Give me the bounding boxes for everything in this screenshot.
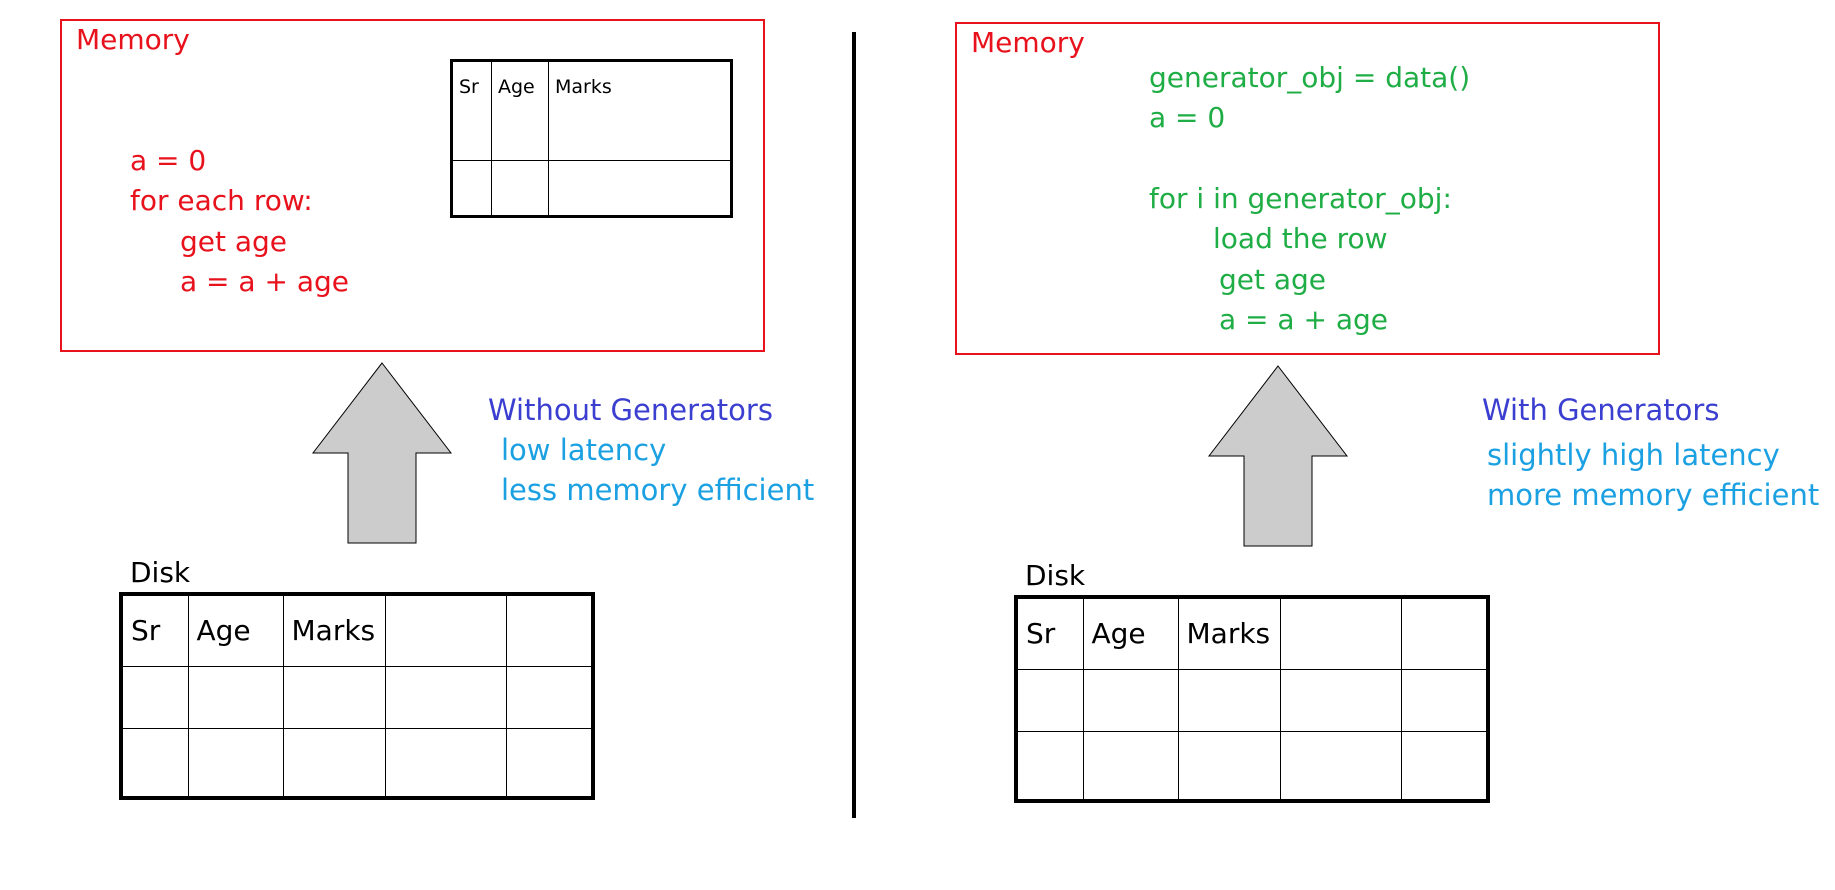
disk-cell <box>1279 668 1402 732</box>
disk-cell <box>282 727 386 799</box>
right-disk-table: Sr Age Marks <box>1014 595 1490 803</box>
disk-cell <box>120 665 189 729</box>
left-code-line-4: a = a + age <box>180 265 349 298</box>
right-code-line-2: a = 0 <box>1149 101 1226 134</box>
right-code-line-1: generator_obj = data() <box>1149 61 1471 94</box>
right-code-line-4: load the row <box>1213 222 1388 255</box>
left-code-line-1: a = 0 <box>130 144 207 177</box>
disk-header-empty <box>1400 596 1489 670</box>
mini-table-cell <box>451 160 492 217</box>
left-memory-title: Memory <box>76 23 190 56</box>
mini-table-cell <box>548 160 732 217</box>
disk-cell <box>1279 730 1402 802</box>
mini-table-header-sr: Sr <box>451 60 492 161</box>
left-caption-heading: Without Generators <box>488 393 773 427</box>
disk-cell <box>1177 668 1281 732</box>
left-code-line-3: get age <box>180 225 288 258</box>
disk-cell <box>282 665 386 729</box>
right-memory-title: Memory <box>971 26 1085 59</box>
disk-header-empty <box>384 593 507 667</box>
right-code-line-6: a = a + age <box>1219 303 1388 336</box>
mini-table-header-marks: Marks <box>548 60 732 161</box>
disk-cell <box>1082 668 1179 732</box>
disk-cell <box>1400 730 1489 802</box>
right-caption-heading: With Generators <box>1482 393 1720 427</box>
disk-cell <box>187 665 284 729</box>
mini-table-header-age: Age <box>491 60 549 161</box>
right-disk-label: Disk <box>1025 559 1086 592</box>
right-code-line-3: for i in generator_obj: <box>1149 182 1452 215</box>
left-code-line-2: for each row: <box>130 184 313 217</box>
disk-header-sr: Sr <box>1015 596 1084 670</box>
disk-cell <box>505 665 594 729</box>
disk-header-empty <box>1279 596 1402 670</box>
disk-cell <box>187 727 284 799</box>
disk-header-sr: Sr <box>120 593 189 667</box>
right-memory-box <box>955 22 1660 355</box>
disk-header-marks: Marks <box>282 593 386 667</box>
disk-cell <box>1015 668 1084 732</box>
disk-cell <box>1177 730 1281 802</box>
disk-cell <box>1400 668 1489 732</box>
left-memory-table: Sr Age Marks <box>450 59 733 218</box>
right-caption-line-1: slightly high latency <box>1487 438 1780 472</box>
left-caption-line-1: low latency <box>501 433 667 467</box>
disk-cell <box>120 727 189 799</box>
up-arrow-icon <box>311 362 453 544</box>
right-caption-line-2: more memory efficient <box>1487 478 1820 512</box>
disk-header-age: Age <box>1082 596 1179 670</box>
up-arrow-icon <box>1207 365 1349 547</box>
left-caption-line-2: less memory efficient <box>501 473 815 507</box>
disk-cell <box>384 665 507 729</box>
disk-header-marks: Marks <box>1177 596 1281 670</box>
mini-table-cell <box>491 160 549 217</box>
disk-cell <box>505 727 594 799</box>
left-disk-table: Sr Age Marks <box>119 592 595 800</box>
disk-cell <box>1082 730 1179 802</box>
disk-cell <box>384 727 507 799</box>
right-code-line-5: get age <box>1219 263 1327 296</box>
left-disk-label: Disk <box>130 556 191 589</box>
disk-header-empty <box>505 593 594 667</box>
disk-cell <box>1015 730 1084 802</box>
disk-header-age: Age <box>187 593 284 667</box>
vertical-divider <box>852 32 856 818</box>
